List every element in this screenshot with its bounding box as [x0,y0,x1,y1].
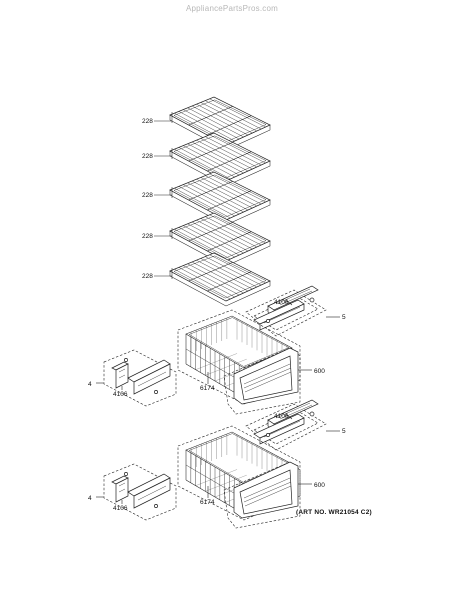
callout-shelf-3: 228 [142,192,153,199]
wire-shelves [154,96,271,307]
art-number: (ART NO. WR21054 C2) [296,509,372,516]
wire-shelf[interactable] [169,252,271,307]
callout-shelf-5: 228 [142,273,153,280]
callout-rail-set-left-lower: 4 [88,495,92,502]
callout-drawer-front-upper: 600 [314,368,325,375]
watermark: AppliancePartsPros.com [186,4,278,13]
callout-rail-left-upper: 4106 [113,391,128,398]
callout-rail-set-lower: 5 [342,428,346,435]
callout-rail-left-lower: 4106 [113,505,128,512]
wire-shelf[interactable] [169,171,271,226]
upper-drawer-assembly [96,285,340,415]
callout-rail-right-lower: 4106 [274,413,289,420]
callout-shelf-4: 228 [142,233,153,240]
drawer-front-lower[interactable] [223,461,301,529]
callout-shelf-2: 228 [142,153,153,160]
callout-labels: 228 228 228 228 228 4106 5 4106 4 6174 6… [88,118,346,512]
right-rail-set-upper[interactable] [245,285,327,337]
callout-shelf-1: 228 [142,118,153,125]
drawer-front-upper[interactable] [223,347,301,415]
callout-basket-upper: 6174 [200,385,215,392]
callout-rail-set-left-upper: 4 [88,381,92,388]
left-rail-set-lower[interactable] [103,463,177,521]
callout-rail-right-upper: 4106 [274,299,289,306]
left-rail-set-upper[interactable] [103,349,177,407]
callout-drawer-front-lower: 600 [314,482,325,489]
callout-basket-lower: 6174 [200,499,215,506]
lower-drawer-assembly [96,399,340,529]
callout-rail-set-upper: 5 [342,314,346,321]
right-rail-set-lower[interactable] [245,399,327,451]
wire-basket-lower[interactable] [177,425,301,521]
